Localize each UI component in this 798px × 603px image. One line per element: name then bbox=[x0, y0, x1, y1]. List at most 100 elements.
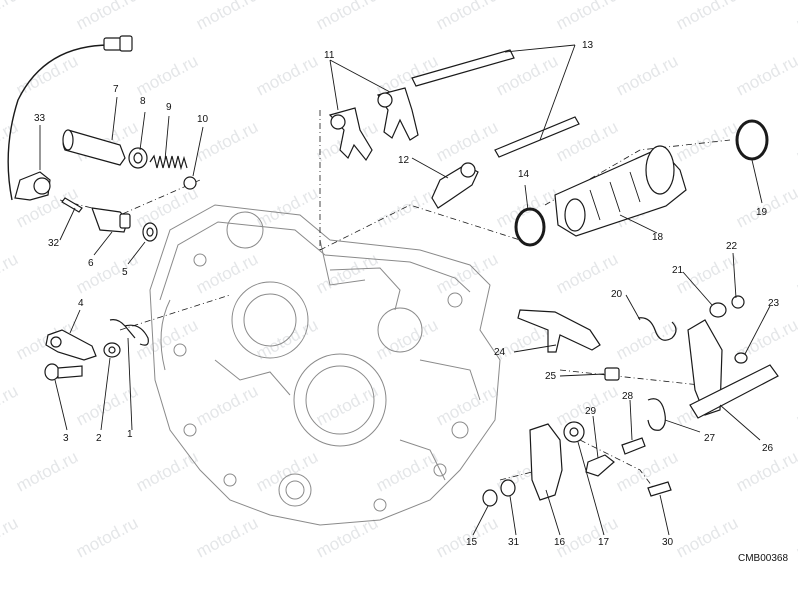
watermark-text: motod.ru bbox=[133, 51, 201, 99]
ring-19 bbox=[735, 119, 769, 161]
shift-forks bbox=[328, 87, 419, 162]
watermark-text: motod.ru bbox=[433, 117, 501, 165]
watermark-text: motod.ru bbox=[0, 0, 21, 34]
lever-4 bbox=[45, 329, 97, 361]
watermark-text: motod.ru bbox=[493, 183, 561, 231]
part-label-19: 19 bbox=[756, 207, 768, 218]
spring-1 bbox=[109, 319, 149, 346]
watermark-text: motod.ru bbox=[793, 117, 798, 165]
watermark-text: motod.ru bbox=[0, 513, 21, 561]
watermark-text: motod.ru bbox=[193, 249, 261, 297]
watermark-text: motod.ru bbox=[673, 249, 741, 297]
part-label-5: 5 bbox=[122, 267, 128, 278]
ring-14 bbox=[514, 207, 546, 247]
part-label-31: 31 bbox=[508, 537, 520, 548]
part-label-15: 15 bbox=[466, 537, 478, 548]
part-label-3: 3 bbox=[63, 433, 69, 444]
drawing-code: CMB00368 bbox=[738, 553, 788, 564]
washer-8 bbox=[128, 147, 148, 169]
part-label-30: 30 bbox=[662, 537, 674, 548]
watermark-text: motod.ru bbox=[313, 0, 381, 34]
part-label-12: 12 bbox=[398, 155, 410, 166]
leader-lines bbox=[39, 44, 771, 536]
watermark-text: motod.ru bbox=[613, 315, 681, 363]
part-label-21: 21 bbox=[672, 265, 684, 276]
washer-5 bbox=[142, 222, 158, 242]
watermark-text: motod.ru bbox=[313, 381, 381, 429]
watermark-text: motod.ru bbox=[433, 381, 501, 429]
watermark-text: motod.ru bbox=[553, 0, 621, 34]
watermark-text: motod.ru bbox=[73, 513, 141, 561]
spring-27 bbox=[647, 398, 666, 431]
ball-10 bbox=[183, 176, 197, 190]
part-label-11: 11 bbox=[324, 50, 335, 61]
part-label-28: 28 bbox=[622, 391, 634, 402]
crankcase-half bbox=[149, 204, 501, 526]
watermark-text: motod.ru bbox=[0, 117, 21, 165]
watermark-text: motod.ru bbox=[673, 117, 741, 165]
watermark-text: motod.ru bbox=[673, 0, 741, 34]
bolt-3 bbox=[44, 363, 83, 381]
part-label-17: 17 bbox=[598, 537, 610, 548]
spring-9 bbox=[149, 154, 188, 171]
part-label-24: 24 bbox=[494, 347, 506, 358]
part-label-22: 22 bbox=[726, 241, 738, 252]
detent-plate bbox=[529, 423, 563, 501]
part-label-2: 2 bbox=[96, 433, 102, 444]
washer-2 bbox=[103, 342, 121, 358]
watermark-text: motod.ru bbox=[133, 447, 201, 495]
part-label-23: 23 bbox=[768, 298, 780, 309]
part-number-labels: 1 2 3 4 5 6 7 8 9 10 11 12 13 14 15 16 1… bbox=[34, 40, 780, 548]
pawl-lever bbox=[517, 309, 601, 353]
watermark-text: motod.ru bbox=[193, 381, 261, 429]
fork-shafts bbox=[411, 49, 580, 158]
part-label-6: 6 bbox=[88, 258, 94, 269]
detent-pin bbox=[61, 197, 83, 213]
part-label-4: 4 bbox=[78, 298, 84, 309]
watermark-text: motod.ru bbox=[73, 0, 141, 34]
gear-sensor-cable bbox=[7, 35, 133, 201]
washers-15-31 bbox=[482, 479, 516, 507]
part-label-32: 32 bbox=[48, 238, 60, 249]
part-label-20: 20 bbox=[611, 289, 623, 300]
watermark-text: motod.ru bbox=[613, 51, 681, 99]
watermark-text: motod.ru bbox=[133, 183, 201, 231]
part-label-27: 27 bbox=[704, 433, 716, 444]
watermark-text: motod.ru bbox=[73, 249, 141, 297]
part-label-10: 10 bbox=[197, 114, 209, 125]
watermark-text: motod.ru bbox=[733, 51, 798, 99]
watermark-text: motod.ru bbox=[373, 315, 441, 363]
screw-25 bbox=[604, 367, 620, 381]
part-label-7: 7 bbox=[113, 84, 119, 95]
part-label-8: 8 bbox=[140, 96, 146, 107]
washer-link-17-29 bbox=[563, 421, 615, 477]
part-label-18: 18 bbox=[652, 232, 664, 243]
neutral-switch bbox=[91, 207, 131, 233]
bush-sleeve bbox=[62, 129, 126, 166]
shift-fork-12 bbox=[431, 162, 479, 209]
watermark-text: motod.ru bbox=[373, 447, 441, 495]
watermark-text: motod.ru bbox=[253, 51, 321, 99]
watermark-text: motod.ru bbox=[793, 249, 798, 297]
watermark-text: motod.ru bbox=[793, 381, 798, 429]
watermark-text: motod.ru bbox=[733, 447, 798, 495]
part-label-26: 26 bbox=[762, 443, 774, 454]
watermark-text: motod.ru bbox=[673, 513, 741, 561]
part-label-9: 9 bbox=[166, 102, 172, 113]
spring-20 bbox=[637, 317, 677, 341]
watermark-text: motod.ru bbox=[0, 381, 21, 429]
part-label-1: 1 bbox=[127, 429, 133, 440]
watermark-text: motod.ru bbox=[13, 447, 81, 495]
bolts-28-30 bbox=[621, 437, 672, 497]
selector-drum bbox=[554, 145, 687, 237]
watermark-text: motod.ru bbox=[0, 249, 21, 297]
part-label-16: 16 bbox=[554, 537, 566, 548]
part-label-14: 14 bbox=[518, 169, 530, 180]
watermark-text: motod.ru bbox=[373, 183, 441, 231]
part-label-13: 13 bbox=[582, 40, 594, 51]
watermark-text: motod.ru bbox=[433, 0, 501, 34]
part-label-33: 33 bbox=[34, 113, 46, 124]
watermark-text: motod.ru bbox=[133, 315, 201, 363]
